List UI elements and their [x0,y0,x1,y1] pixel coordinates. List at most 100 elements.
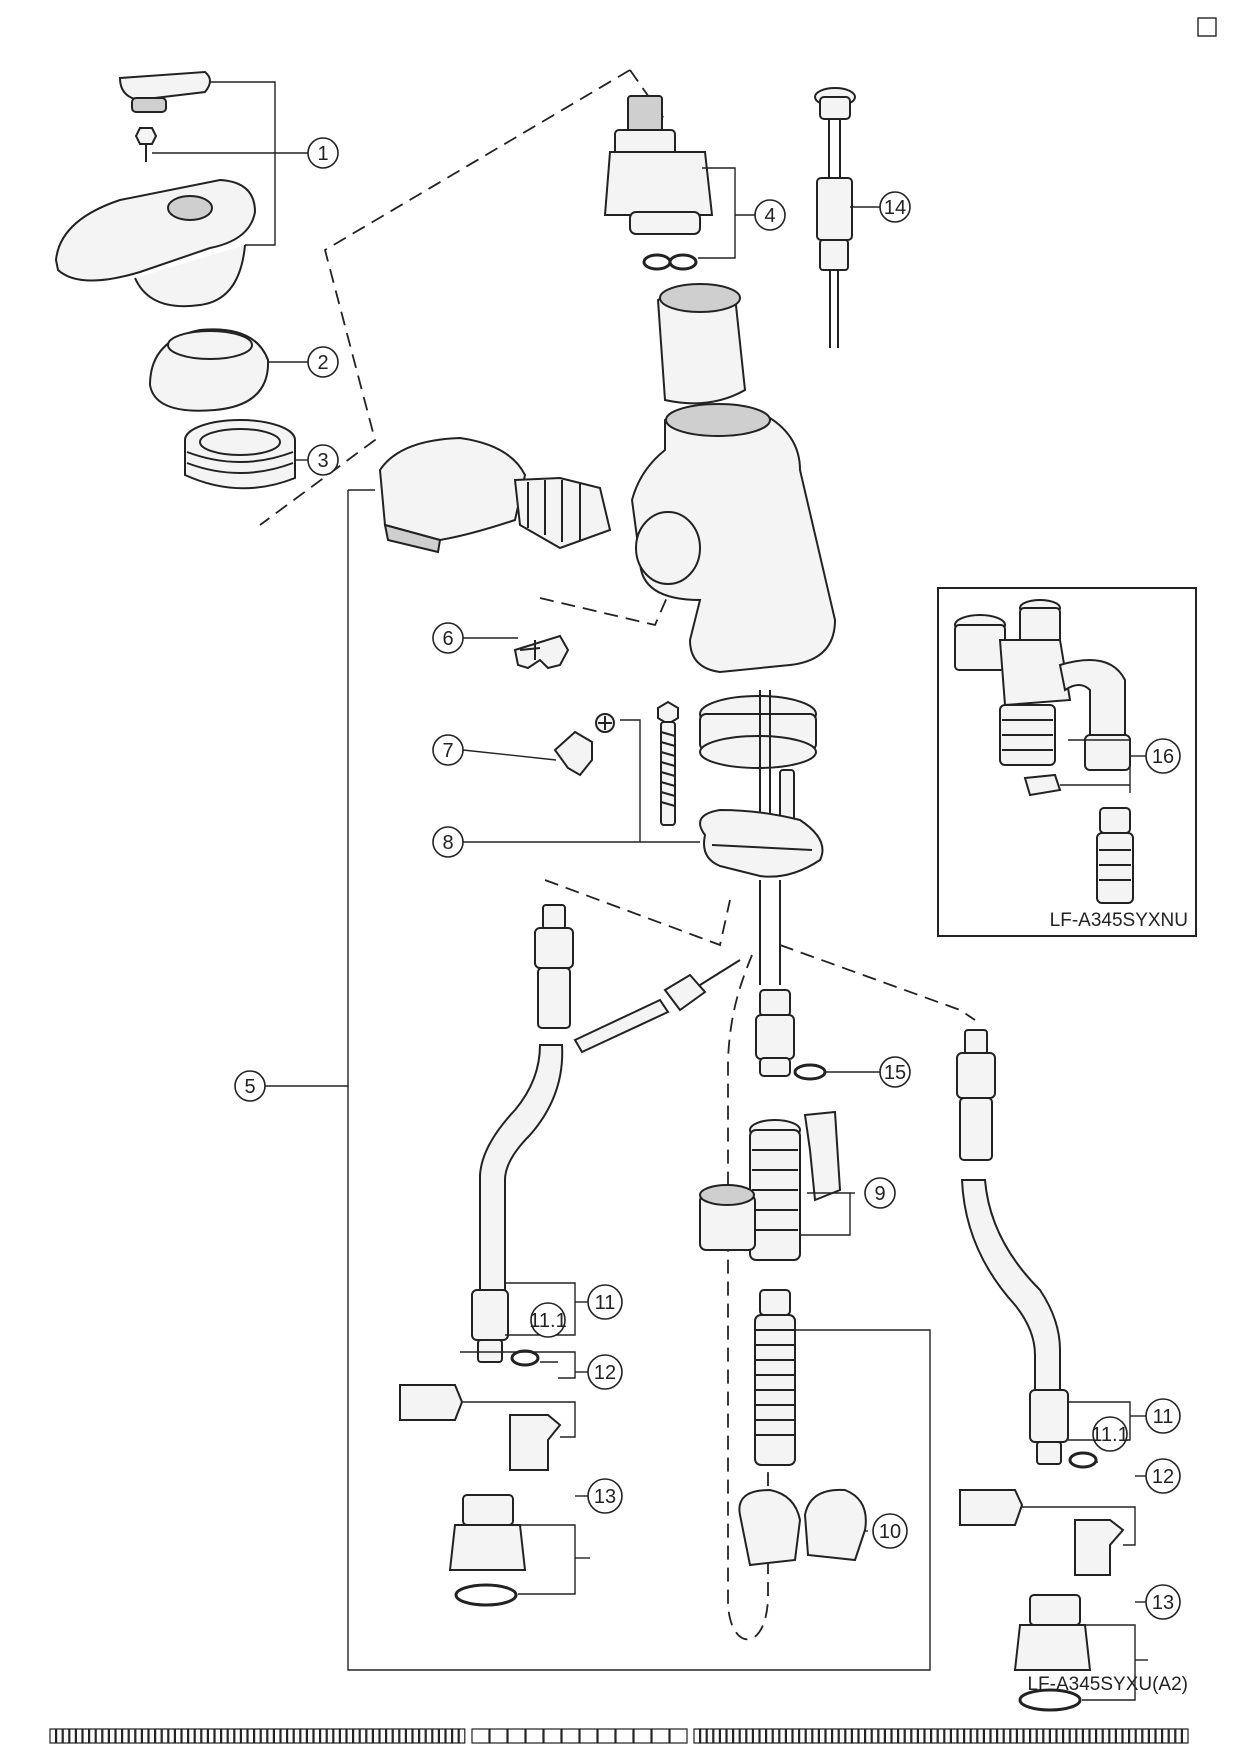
strip-cell [300,1728,307,1744]
strip-cell [240,1728,248,1744]
inset-variant-box [937,587,1197,937]
strip-cell [1181,1728,1189,1744]
strip-cell [561,1728,580,1744]
strip-cell [247,1728,255,1744]
strip-cell [739,1728,747,1744]
strip-cell [1109,1728,1117,1744]
callout-1: 1 [307,137,339,169]
part-mounting-8 [657,690,824,878]
svg-text:14: 14 [884,197,906,219]
strip-cell [944,1728,951,1744]
strip-cell [1076,1728,1084,1744]
callout-connectors [575,755,1146,1603]
strip-cell [897,1728,905,1744]
strip-cell [957,1728,965,1744]
callout-12-right: 12 [1145,1458,1181,1494]
svg-text:9: 9 [874,1183,885,1205]
strip-cell [1102,1728,1110,1744]
strip-cell [1128,1728,1136,1744]
strip-cell [333,1728,340,1744]
strip-cell [983,1728,991,1744]
strip-cell [489,1728,508,1744]
svg-text:5: 5 [244,1076,255,1098]
strip-cell [121,1728,129,1744]
strip-cell [432,1728,439,1744]
part-flex-hose-10 [738,1289,867,1567]
callout-14: 14 [879,191,911,223]
svg-text:1: 1 [317,143,328,165]
strip-cell [306,1728,314,1744]
strip-cell [1036,1728,1044,1744]
strip-cell [930,1728,938,1744]
strip-cell [746,1728,753,1744]
svg-text:13: 13 [1152,1592,1174,1614]
strip-cell [699,1728,707,1744]
strip-cell [1122,1728,1130,1744]
strip-cell [1043,1728,1051,1744]
strip-cell [194,1728,202,1744]
strip-cell [75,1728,83,1744]
strip-cell [280,1728,288,1744]
part-valve-15 [755,989,827,1081]
strip-cell [792,1728,800,1744]
strip-cell [392,1728,400,1744]
strip-cell [878,1728,885,1744]
callout-3: 3 [307,444,339,476]
strip-cell [1062,1728,1070,1744]
callout-15: 15 [879,1056,911,1088]
strip-cell [1069,1728,1077,1744]
strip-cell [838,1728,846,1744]
svg-text:8: 8 [442,832,453,854]
callout-11-1-left: 11.1 [529,1302,567,1338]
svg-text:16: 16 [1152,746,1174,768]
strip-cell [633,1728,652,1744]
strip-cell [706,1728,714,1744]
strip-cell [55,1728,63,1744]
strip-cell [221,1728,228,1744]
strip-cell [174,1728,182,1744]
callout-13-left: 13 [587,1478,623,1514]
strip-cell [831,1728,839,1744]
strip-cell [207,1728,215,1744]
part-drain-rod [759,880,781,985]
part-threaded-nut [184,419,296,490]
strip-cell [425,1728,433,1744]
strip-cell [49,1728,57,1744]
part-pull-rod [573,959,741,1054]
strip-cell [254,1728,261,1744]
strip-cell [669,1728,688,1744]
strip-cell [911,1728,918,1744]
strip-cell [798,1728,806,1744]
strip-cell [970,1728,978,1744]
strip-cell [924,1728,932,1744]
strip-cell [1010,1728,1017,1744]
strip-cell [115,1728,123,1744]
corner-checkbox-marker [1197,17,1217,37]
strip-cell [1016,1728,1024,1744]
strip-cell [155,1728,162,1744]
footer-model-label: LF-A345SYXU(A2) [1027,1674,1188,1695]
svg-text:11: 11 [595,1292,616,1314]
strip-cell [1135,1728,1143,1744]
strip-cell [148,1728,156,1744]
strip-cell [1029,1728,1037,1744]
svg-text:11.1: 11.1 [529,1310,566,1332]
strip-cell [471,1728,490,1744]
callout-9: 9 [864,1177,896,1209]
strip-cell [260,1728,268,1744]
strip-cell [188,1728,195,1744]
strip-cell [445,1728,453,1744]
strip-cell [128,1728,136,1744]
callout-16: 16 [1145,738,1181,774]
strip-cell [267,1728,274,1744]
strip-cell [917,1728,925,1744]
strip-cell [95,1728,103,1744]
strip-cell [615,1728,634,1744]
strip-cell [851,1728,859,1744]
strip-cell [161,1728,169,1744]
strip-cell [1003,1728,1011,1744]
strip-cell [1168,1728,1176,1744]
strip-cell [386,1728,393,1744]
strip-cell [996,1728,1004,1744]
